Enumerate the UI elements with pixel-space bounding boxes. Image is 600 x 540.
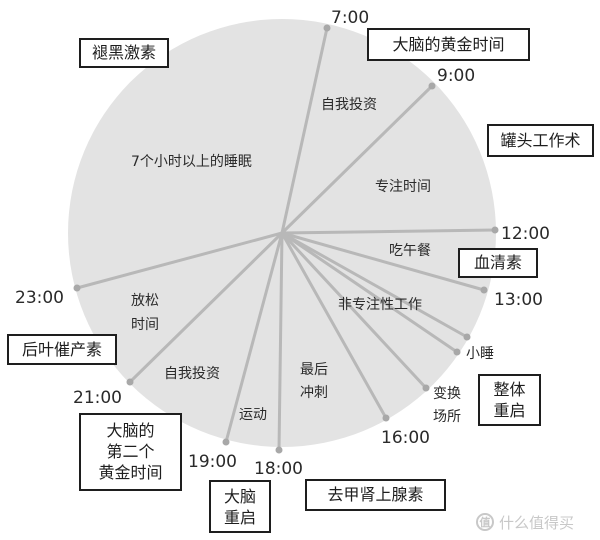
dot-16-00 <box>382 414 390 422</box>
activity-self-study-am: 自我投资 <box>321 97 377 113</box>
golden-time-box: 大脑的黄金时间 <box>367 28 530 61</box>
time-label-18-00: 18:00 <box>254 459 303 479</box>
watermark-text: 什么值得买 <box>499 513 575 532</box>
activity-change-line2: 场所 <box>433 409 461 425</box>
time-label-7-00: 7:00 <box>331 8 369 28</box>
spoke-13-00 <box>280 231 486 292</box>
time-labels: 7:00 9:00 12:00 13:00 16:00 18:00 19:00 … <box>15 8 550 479</box>
time-label-9-00: 9:00 <box>437 66 475 86</box>
dot-nap-b <box>453 348 461 356</box>
spoke-21-00 <box>128 231 284 384</box>
activity-sleep: 7个小时以上的睡眠 <box>131 154 252 170</box>
dot-23-00 <box>73 284 81 292</box>
spoke-nap-a <box>280 231 469 339</box>
time-spokes <box>75 26 497 452</box>
watermark: 值 什么值得买 <box>476 510 594 534</box>
dot-13-00 <box>480 286 488 294</box>
activity-relax-line2: 时间 <box>131 317 159 333</box>
activity-final-line1: 最后 <box>300 362 328 378</box>
spoke-nap-b <box>280 231 459 354</box>
reboot-whole-box: 整体 重启 <box>478 374 541 426</box>
serotonin-box: 血清素 <box>458 248 538 278</box>
activity-lunch: 吃午餐 <box>389 243 431 259</box>
activity-final-line2: 冲刺 <box>300 385 328 401</box>
spoke-16-00 <box>280 231 388 420</box>
dot-7-00 <box>323 24 331 32</box>
activity-nonfocus: 非专注性工作 <box>338 297 422 313</box>
time-label-19-00: 19:00 <box>188 452 237 472</box>
time-label-12-00: 12:00 <box>501 224 550 244</box>
spoke-change <box>280 231 428 390</box>
dot-9-00 <box>428 82 436 90</box>
can-head-box: 罐头工作术 <box>487 124 594 157</box>
spoke-9-00 <box>280 84 434 235</box>
dot-change <box>422 384 430 392</box>
watermark-logo-icon: 值 <box>476 513 494 531</box>
reboot-brain-box: 大脑 重启 <box>209 480 271 533</box>
activity-change-line1: 变换 <box>433 385 461 402</box>
time-label-23-00: 23:00 <box>15 288 64 308</box>
melatonin-box: 褪黑激素 <box>79 38 169 68</box>
time-label-13-00: 13:00 <box>494 290 543 310</box>
activity-self-study-pm: 自我投资 <box>164 366 220 382</box>
activity-focus: 专注时间 <box>375 179 431 195</box>
time-label-16-00: 16:00 <box>381 428 430 448</box>
norepinephrine-box: 去甲肾上腺素 <box>305 479 446 511</box>
oxytocin-box: 后叶催产素 <box>7 334 117 365</box>
activity-relax-line1: 放松 <box>131 293 159 309</box>
dot-19-00 <box>222 438 230 446</box>
dot-12-00 <box>491 226 499 234</box>
dot-nap-a <box>463 333 471 341</box>
spoke-12-00 <box>280 228 497 235</box>
activity-exercise: 运动 <box>239 407 267 423</box>
activity-labels: 7个小时以上的睡眠 自我投资 专注时间 吃午餐 非专注性工作 小睡 变换 场所 … <box>131 97 494 425</box>
second-golden-time-box: 大脑的 第二个 黄金时间 <box>79 413 182 491</box>
activity-nap: 小睡 <box>466 346 494 362</box>
spoke-19-00 <box>224 231 284 444</box>
spoke-18-00 <box>277 231 284 452</box>
spoke-23-00 <box>75 231 284 290</box>
dot-18-00 <box>275 446 283 454</box>
spoke-end-dots <box>73 24 499 454</box>
time-label-21-00: 21:00 <box>73 388 122 408</box>
spoke-7-00 <box>280 26 329 235</box>
dot-21-00 <box>126 378 134 386</box>
